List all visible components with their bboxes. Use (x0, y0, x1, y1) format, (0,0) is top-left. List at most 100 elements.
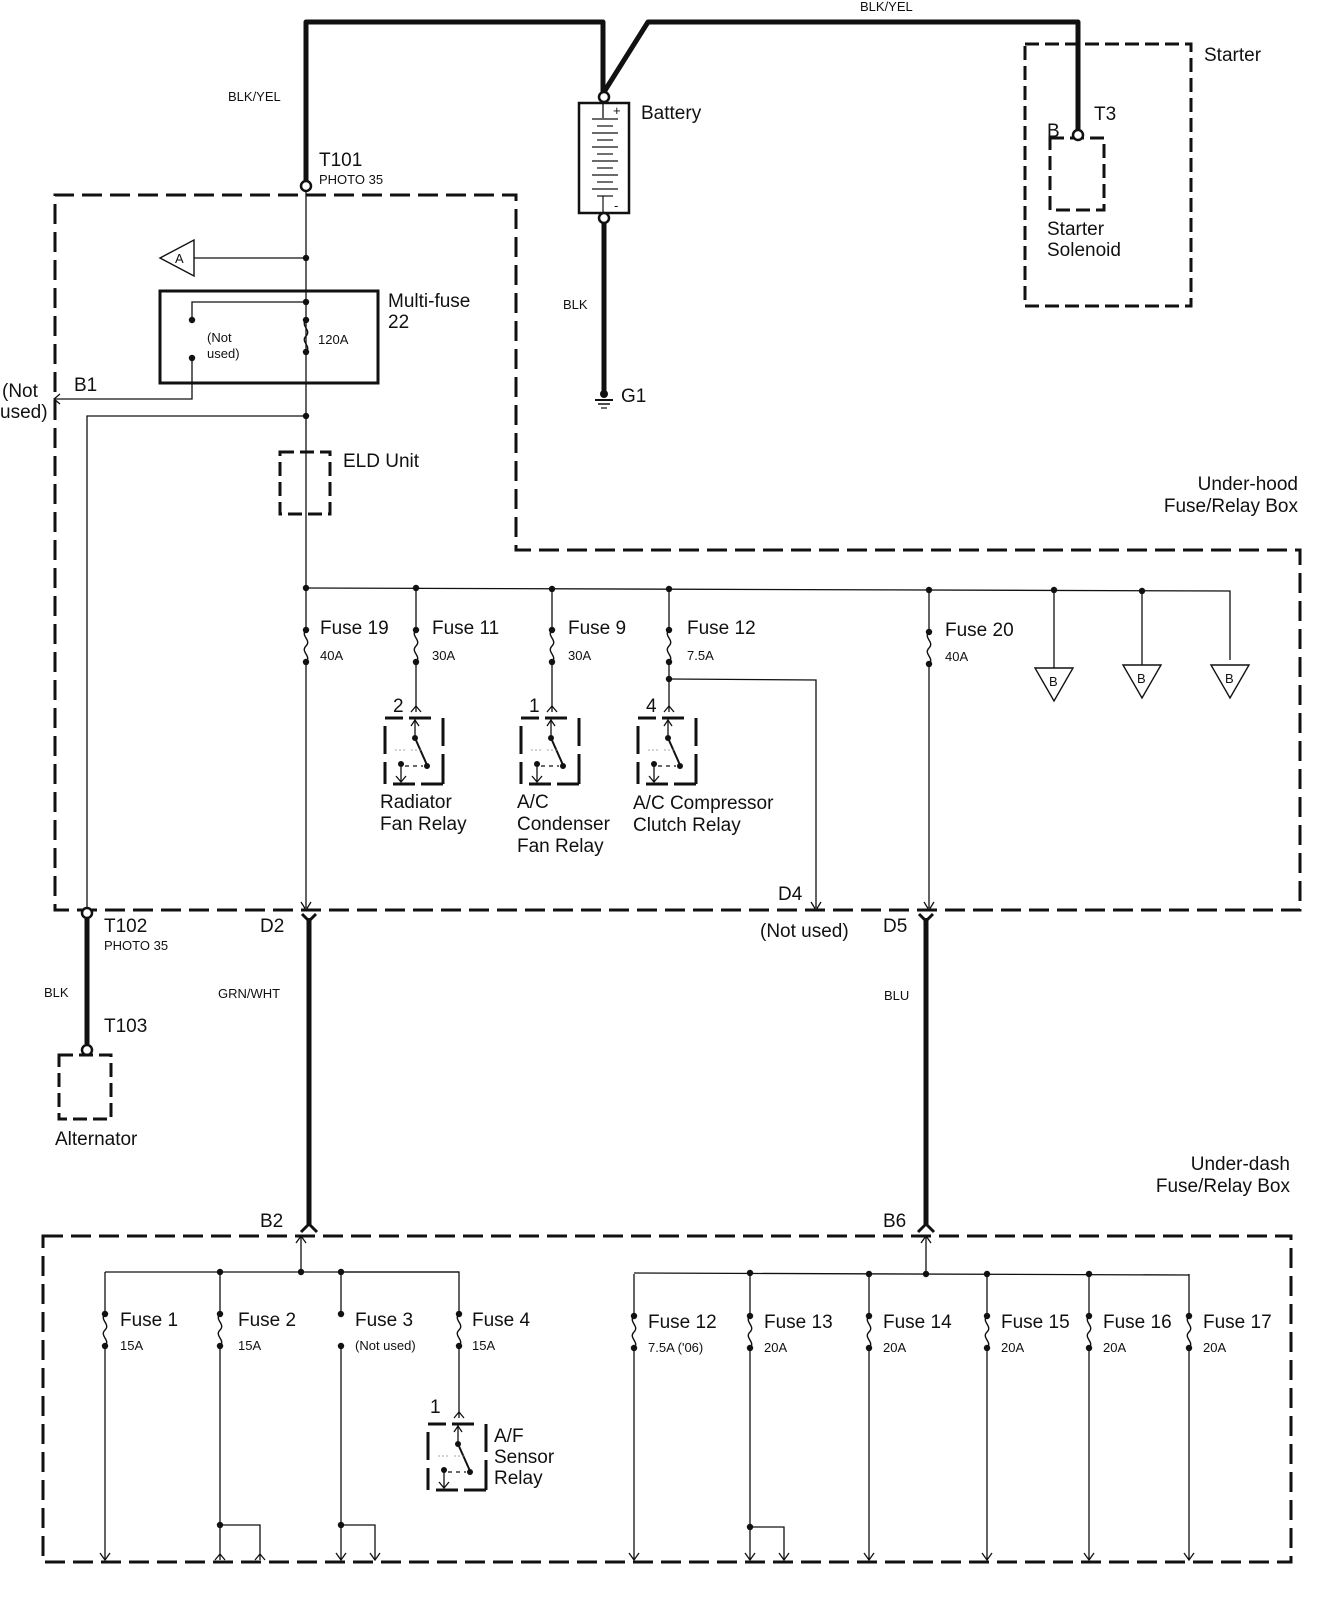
starter-t3-label: T3 (1094, 104, 1116, 125)
fuse-12-uh-icon (665, 626, 673, 666)
underdash-fuse-rating: 20A (1001, 1340, 1024, 1355)
af-relay-pin: 1 (430, 1397, 441, 1418)
multifuse-label: Multi-fuse (388, 291, 470, 312)
t101-photo-label: PHOTO 35 (319, 172, 383, 187)
eld-unit-box (278, 450, 332, 516)
underhood-title: Fuse/Relay Box (1164, 496, 1299, 517)
t102-terminal (80, 906, 94, 920)
multifuse-not-used: used) (207, 346, 240, 361)
battery: + - (577, 90, 631, 225)
multifuse-label: 22 (388, 312, 409, 333)
ac-compressor-clutch-relay-label: Clutch Relay (633, 815, 741, 836)
fuse-3-name: Fuse 3 (355, 1310, 413, 1331)
connector-d4-label: D4 (778, 884, 803, 905)
underdash-fuse-icon (630, 1312, 638, 1352)
radiator-fan-relay-label: Fan Relay (380, 814, 467, 835)
underdash-fuse-rating: 20A (1203, 1340, 1226, 1355)
underdash-fuse-rating: 20A (1103, 1340, 1126, 1355)
wire-color-label: BLU (884, 988, 909, 1003)
battery-positive-terminal (597, 90, 611, 104)
wire-color-label: BLK (44, 985, 69, 1000)
fuse-2-rating: 15A (238, 1338, 261, 1353)
fuse-1-icon (101, 1310, 109, 1350)
ref-b-icon: B (1122, 664, 1162, 699)
t101-terminal (299, 179, 313, 193)
underdash-box-outline (41, 1234, 1293, 1564)
underhood-box-outline (53, 193, 1302, 912)
af-sensor-relay-icon (426, 1422, 488, 1492)
fuse-20-name: Fuse 20 (945, 620, 1014, 641)
connector-d5-label: D5 (883, 916, 907, 937)
wire-distribution-bus (305, 587, 1231, 660)
radiator-fan-relay-label: Radiator (380, 792, 452, 813)
ref-a-icon: A (158, 238, 195, 278)
multifuse-120a-fuse-icon (302, 316, 310, 356)
ac-condenser-fan-relay-label: Condenser (517, 814, 611, 835)
battery-plus-label: + (613, 103, 621, 118)
connector-b6-label: B6 (883, 1211, 906, 1232)
underdash-fuse-icon (746, 1312, 754, 1352)
b1-label: B1 (74, 375, 97, 396)
svg-text:B: B (1049, 674, 1058, 689)
underdash-fuse-name: Fuse 13 (764, 1312, 833, 1333)
ground-label: G1 (621, 386, 646, 407)
multifuse-22-box (158, 289, 380, 385)
fuse-9-name: Fuse 9 (568, 618, 626, 639)
wire-battery-to-starter (601, 19, 1081, 137)
fuse-19-name: Fuse 19 (320, 618, 389, 639)
fuse-11-rating: 30A (432, 648, 455, 663)
fuse-1-name: Fuse 1 (120, 1310, 178, 1331)
underdash-fuse-name: Fuse 17 (1203, 1312, 1272, 1333)
fuse-2-icon (216, 1310, 224, 1350)
t102-label: T102 (104, 916, 147, 937)
fuse-3-empty-slot-icon (337, 1310, 345, 1318)
wire-to-d4 (668, 678, 817, 908)
fuse-9-icon (548, 626, 556, 666)
wire-color-label: BLK/YEL (860, 0, 913, 14)
underdash-fuse-icon (1085, 1312, 1093, 1352)
fuse-19-icon (302, 626, 310, 666)
ground-icon (595, 390, 613, 409)
fuse-9-rating: 30A (568, 648, 591, 663)
starter-label: Starter (1204, 45, 1262, 66)
fuse-4-icon (455, 1310, 463, 1350)
underdash-fuse-name: Fuse 16 (1103, 1312, 1172, 1333)
underdash-fuse-name: Fuse 12 (648, 1312, 717, 1333)
ac-condenser-fan-relay-icon (519, 716, 581, 786)
underdash-fuse-icon (983, 1312, 991, 1352)
b1-note: used) (0, 402, 48, 423)
wire-color-label: GRN/WHT (218, 986, 280, 1001)
starter-enclosure (1023, 42, 1193, 308)
fuse-12-uh-name: Fuse 12 (687, 618, 756, 639)
connector-d4-note: (Not used) (760, 921, 849, 942)
underhood-title: Under-hood (1198, 474, 1298, 495)
battery-negative-terminal (597, 211, 611, 225)
fuse-12-uh-rating: 7.5A (687, 648, 714, 663)
underdash-fuse-rating: 20A (764, 1340, 787, 1355)
fuse-1-rating: 15A (120, 1338, 143, 1353)
multifuse-rating: 120A (318, 332, 349, 347)
b1-note: (Not (2, 381, 39, 402)
fuse-20-rating: 40A (945, 649, 968, 664)
connector-b2-label: B2 (260, 1211, 283, 1232)
underdash-fuse-name: Fuse 15 (1001, 1312, 1070, 1333)
fuse-3-rating: (Not used) (355, 1338, 416, 1353)
af-sensor-relay-label: A/F (494, 1426, 524, 1447)
underdash-fuse-name: Fuse 14 (883, 1312, 952, 1333)
multifuse-not-used: (Not (207, 330, 232, 345)
wire-fuse-branch (1083, 1274, 1095, 1562)
battery-minus-label: - (614, 198, 618, 213)
wire-fuse-branch (863, 1274, 875, 1562)
relay-pin: 1 (529, 696, 540, 717)
battery-cells-icon (592, 118, 618, 213)
ref-b-icon: B (1034, 667, 1074, 702)
battery-label: Battery (641, 103, 702, 124)
fuse-11-name: Fuse 11 (432, 618, 499, 639)
af-sensor-relay-label: Relay (494, 1468, 543, 1489)
starter-solenoid-box (1048, 136, 1106, 212)
relay-pin: 2 (393, 696, 404, 717)
wire-fuse-branch (628, 1274, 640, 1562)
underdash-fuse-rating: 20A (883, 1340, 906, 1355)
ref-b-icon: B (1210, 664, 1250, 699)
ac-compressor-clutch-relay-label: A/C Compressor (633, 793, 774, 814)
